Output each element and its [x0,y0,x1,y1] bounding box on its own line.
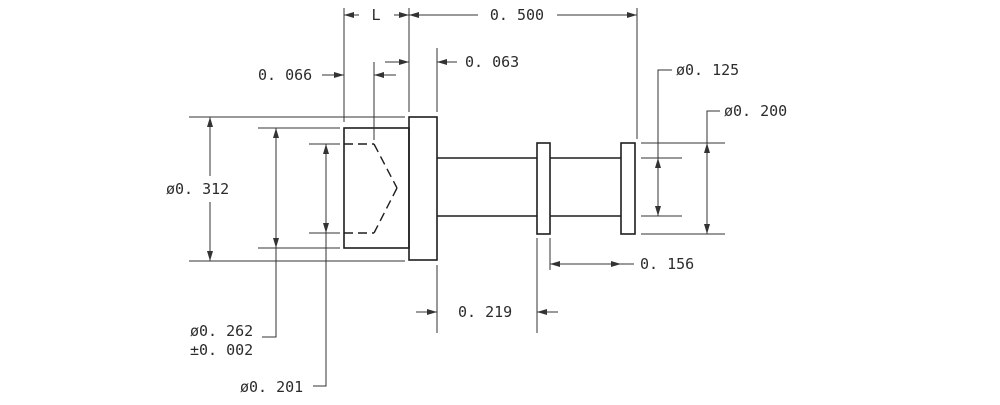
main-flange [408,116,438,261]
label-dia-262: ø0. 262 [190,322,253,340]
label-dia-312: ø0. 312 [166,180,229,198]
dim-201-leader [313,233,327,387]
press-fit-body [343,127,410,249]
label-dim-156: 0. 156 [640,255,694,273]
drill-point-upper-hidden-line [373,143,398,189]
label-dia-200: ø0. 200 [724,102,787,120]
label-dim-066: 0. 066 [258,66,312,84]
dim-200-leader [706,110,720,143]
dim-262-leader [262,248,277,338]
dimension-lines [207,12,720,387]
label-tol-262: ±0. 002 [190,341,253,359]
first-collar [536,142,551,235]
part-outline [343,116,636,261]
label-length-l: L [371,6,380,24]
end-collar [620,142,636,235]
hidden-bore [344,143,398,234]
dimension-labels: L 0. 500 0. 066 0. 063 ø0. 125 ø0. 200 ø… [166,6,787,396]
label-dia-201: ø0. 201 [240,378,303,396]
label-dim-219: 0. 219 [458,303,512,321]
label-dia-125: ø0. 125 [676,61,739,79]
extension-lines [189,8,725,333]
label-dim-063: 0. 063 [465,53,519,71]
label-overall-length: 0. 500 [490,6,544,24]
dim-125-leader [657,69,672,158]
drill-point-lower-hidden-line [373,187,398,234]
